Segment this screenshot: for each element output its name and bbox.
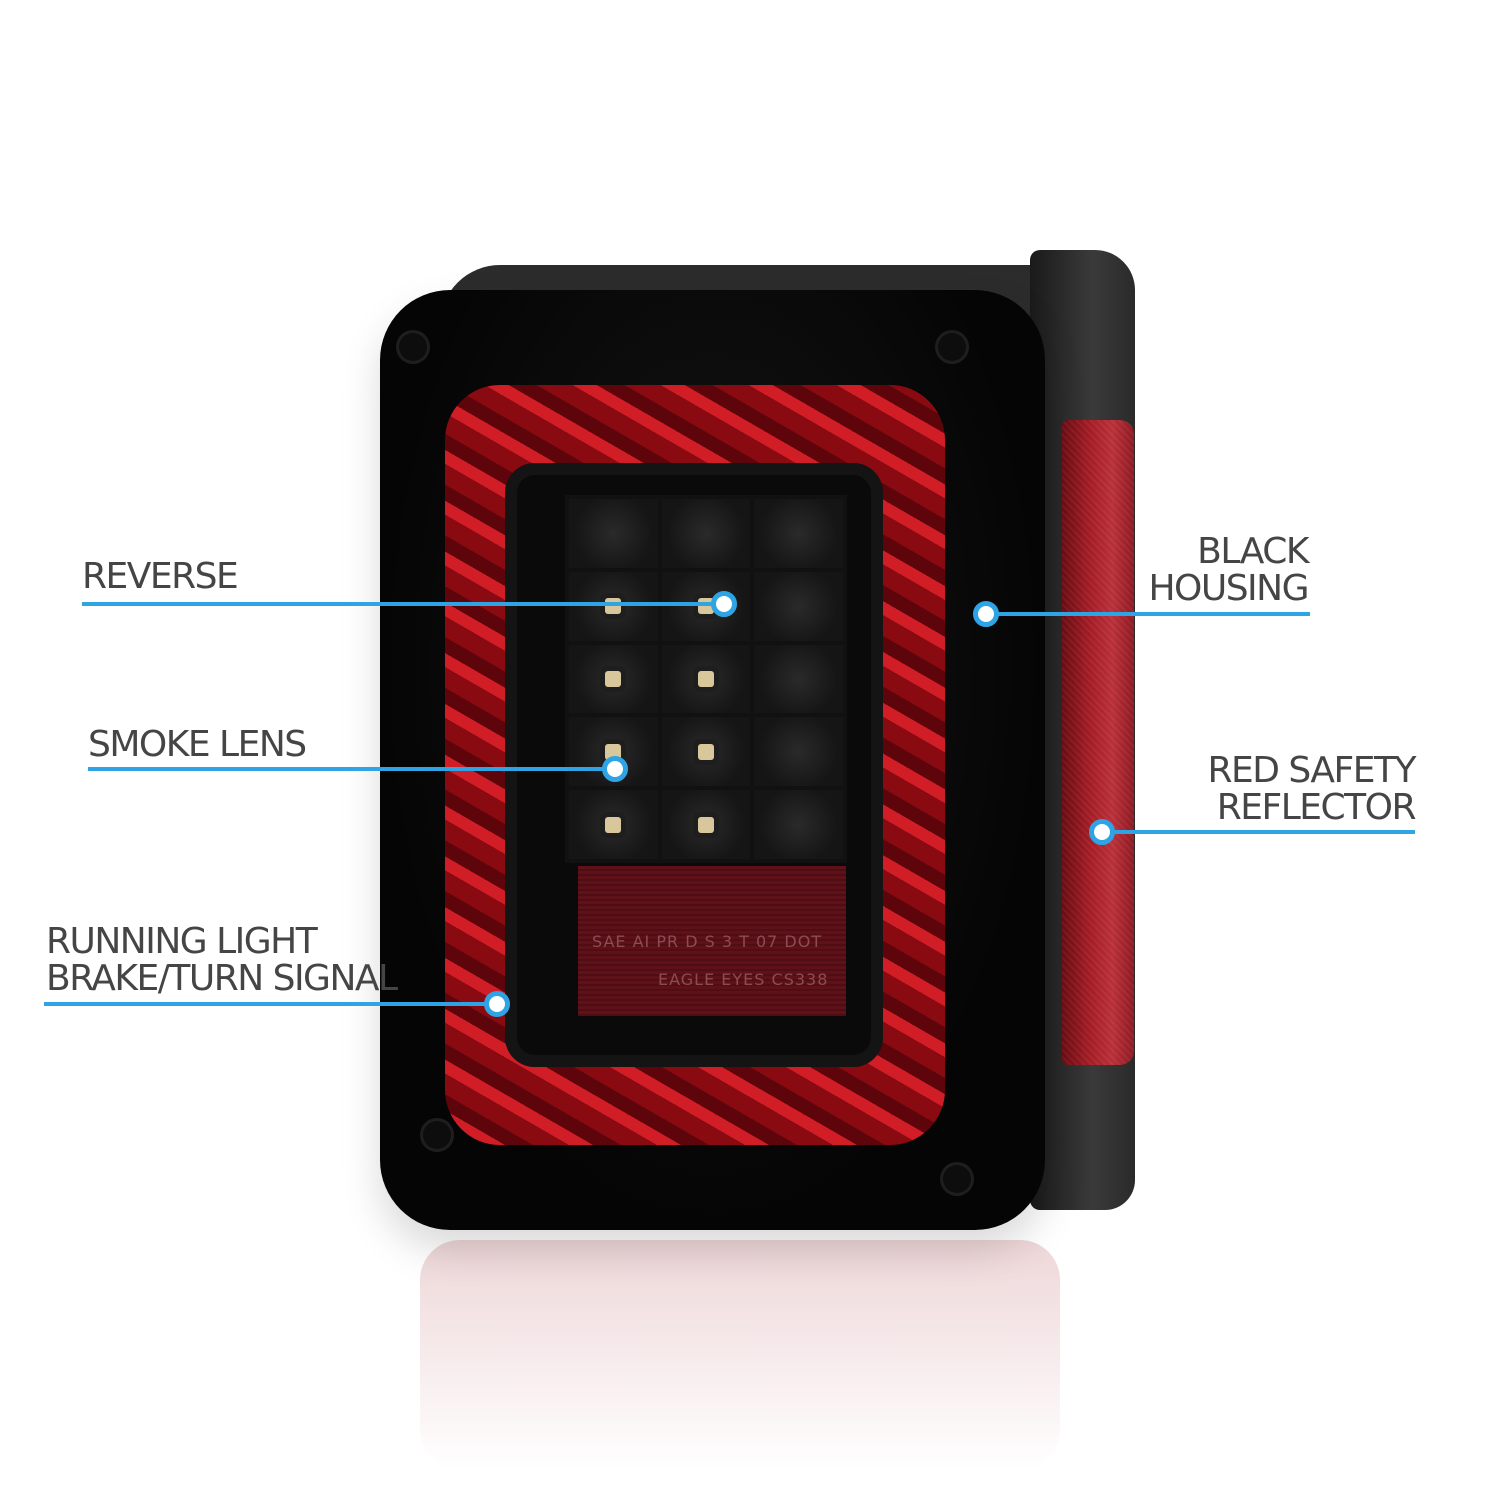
callout-line [88,767,615,771]
callout-line [44,1002,497,1006]
lens-marking: EAGLE EYES CS338 [658,970,829,989]
callout-line [986,612,1310,616]
product-reflection [420,1240,1060,1470]
callout-red-reflector-label: RED SAFETY [1207,750,1416,791]
callout-brake-turn-label: BRAKE/TURN SIGNAL [46,958,398,999]
reverse-led-grid [565,495,847,863]
led-icon [605,816,622,833]
led-cell [754,571,843,641]
led-cell [569,499,658,568]
callout-reverse-label: REVERSE [82,556,239,597]
callout-dot [711,591,737,617]
led-cell [661,790,751,859]
callout-black-housing-label: BLACK [1197,531,1309,572]
led-icon [697,670,714,687]
screw-icon [935,330,969,364]
callout-black-housing-label: HOUSING [1148,568,1309,609]
callout-dot [973,601,999,627]
led-cell [569,571,658,641]
callout-dot [602,756,628,782]
callout-dot [484,991,510,1017]
callout-line [1102,830,1415,834]
led-cell [569,644,658,714]
screw-icon [420,1118,454,1152]
red-safety-reflector [1062,420,1134,1065]
led-cell [661,644,751,714]
led-icon [697,743,714,760]
screw-icon [396,330,430,364]
screw-icon [940,1162,974,1196]
led-cell [754,499,843,568]
callout-running-light-label: RUNNING LIGHT [46,921,318,962]
led-cell [754,717,843,787]
led-icon [605,598,622,615]
led-icon [697,816,714,833]
led-cell [661,499,751,568]
callout-dot [1089,819,1115,845]
led-icon [605,743,622,760]
led-cell [754,644,843,714]
led-icon [605,670,622,687]
led-cell [569,790,658,859]
callout-smoke-lens-label: SMOKE LENS [88,724,307,765]
callout-red-reflector-label: REFLECTOR [1216,787,1417,828]
callout-line [82,602,724,606]
led-cell [754,790,843,859]
center-reflector: SAE AI PR D S 3 T 07 DOT EAGLE EYES CS33… [578,866,846,1016]
lens-marking: SAE AI PR D S 3 T 07 DOT [592,932,823,951]
led-cell [661,717,751,787]
led-cell [661,571,751,641]
